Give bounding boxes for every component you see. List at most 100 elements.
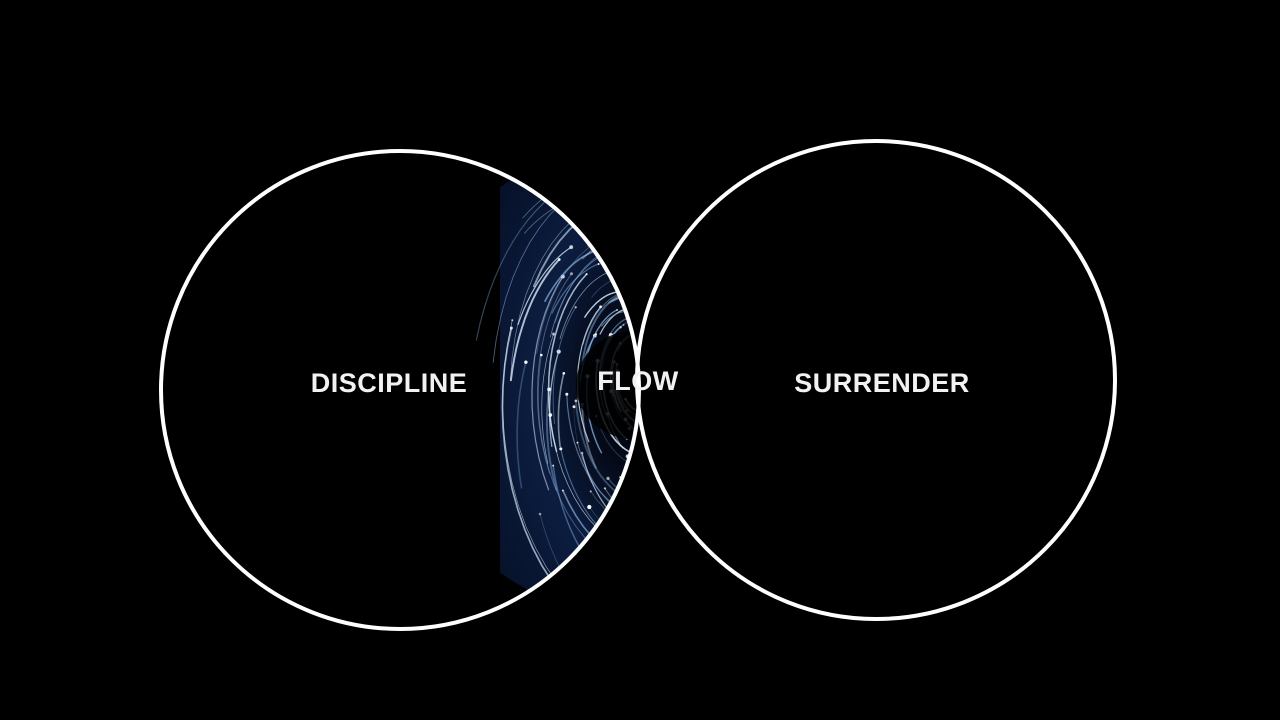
swirl-sparkle	[609, 175, 612, 179]
swirl-streak	[584, 290, 621, 318]
swirl-sparkle	[591, 194, 596, 198]
swirl-streak	[696, 234, 721, 343]
swirl-sparkle	[580, 451, 584, 455]
swirl-sparkle	[636, 290, 639, 294]
swirl-streak	[536, 273, 572, 474]
swirl-sparkle	[713, 322, 715, 324]
swirl-sparkle	[724, 529, 728, 533]
swirl-sparkle	[538, 512, 542, 516]
swirl-streak	[531, 275, 564, 491]
swirl-sparkle	[707, 408, 711, 412]
swirl-sparkle	[587, 504, 592, 510]
swirl-sparkle	[633, 513, 636, 516]
swirl-sparkle	[590, 541, 593, 544]
swirl-sparkle	[539, 353, 543, 357]
swirl-sparkle	[565, 392, 569, 396]
swirl-sparkle	[572, 405, 576, 409]
swirl-sparkle	[552, 332, 556, 336]
swirl-streak	[729, 416, 783, 499]
swirl-streak	[645, 441, 785, 571]
swirl-streak	[703, 266, 720, 410]
swirl-streak	[644, 538, 730, 559]
swirl-sparkle	[690, 366, 694, 370]
swirl-streak	[697, 277, 713, 423]
swirl-sparkle	[682, 401, 686, 405]
swirl-streak	[654, 392, 778, 551]
swirl-streak	[689, 374, 760, 507]
swirl-streak	[686, 281, 732, 477]
swirl-sparkle	[619, 326, 622, 329]
swirl-sparkle	[673, 491, 677, 495]
swirl-sparkle	[657, 254, 660, 257]
swirl-sparkle	[644, 415, 646, 417]
swirl-sparkle	[567, 183, 571, 187]
swirl-sparkle	[622, 324, 625, 326]
swirl-streak	[696, 379, 733, 454]
swirl-streak	[551, 263, 600, 314]
swirl-streak	[673, 419, 730, 484]
swirl-streak	[516, 361, 527, 489]
swirl-sparkle	[652, 549, 656, 553]
swirl-sparkle	[728, 498, 730, 500]
swirl-sparkle	[509, 326, 513, 330]
swirl-streak	[654, 294, 680, 360]
swirl-sparkle	[695, 452, 698, 455]
swirl-streak	[544, 249, 599, 303]
swirl-sparkle	[645, 426, 647, 428]
swirl-sparkle	[717, 209, 721, 213]
swirl-sparkle	[603, 487, 607, 490]
swirl-sparkle	[710, 366, 714, 370]
swirl-sparkle	[687, 505, 691, 509]
swirl-sparkle	[752, 345, 756, 349]
swirl-sparkle	[642, 550, 645, 553]
swirl-streak	[698, 262, 716, 386]
swirl-sparkle	[672, 483, 674, 485]
swirl-sparkle	[597, 263, 600, 265]
swirl-sparkle	[609, 268, 614, 274]
swirl-streak	[684, 404, 776, 538]
swirl-streak	[571, 554, 639, 613]
swirl-sparkle	[548, 413, 553, 417]
circle-surrender	[635, 139, 1117, 621]
swirl-sparkle	[647, 202, 651, 206]
swirl-sparkle	[561, 489, 564, 492]
swirl-sparkle	[683, 537, 685, 539]
swirl-sparkle	[677, 427, 679, 429]
swirl-streak	[680, 234, 718, 369]
swirl-streak	[552, 306, 577, 425]
swirl-sparkle	[744, 387, 746, 389]
swirl-sparkle	[759, 332, 761, 334]
swirl-sparkle	[663, 474, 665, 476]
swirl-streak	[545, 388, 558, 491]
label-surrender: SURRENDER	[794, 368, 970, 398]
swirl-sparkle	[557, 258, 561, 261]
swirl-streak	[723, 234, 739, 362]
swirl-streak	[631, 461, 639, 501]
swirl-sparkle	[622, 581, 625, 584]
swirl-sparkle	[684, 275, 687, 278]
swirl-sparkle	[652, 517, 655, 520]
swirl-sparkle	[574, 305, 577, 309]
swirl-sparkle	[654, 331, 657, 334]
swirl-streak	[629, 151, 639, 348]
swirl-streak	[590, 541, 639, 586]
swirl-sparkle	[524, 360, 528, 364]
swirl-sparkle	[644, 336, 646, 338]
swirl-sparkle	[678, 361, 682, 365]
swirl-sparkle	[695, 355, 698, 358]
swirl-sparkle	[664, 420, 666, 422]
swirl-sparkle	[684, 270, 688, 274]
swirl-sparkle	[585, 273, 588, 276]
swirl-streak	[645, 407, 667, 417]
swirl-streak	[690, 343, 700, 390]
swirl-sparkle	[559, 447, 563, 451]
swirl-sparkle	[640, 308, 643, 311]
swirl-sparkle	[719, 341, 723, 345]
swirl-sparkle	[665, 416, 669, 420]
swirl-streak	[746, 283, 759, 388]
swirl-streak	[583, 151, 639, 238]
swirl-streak	[537, 354, 607, 558]
swirl-streak	[707, 155, 761, 334]
swirl-streak	[640, 416, 662, 420]
